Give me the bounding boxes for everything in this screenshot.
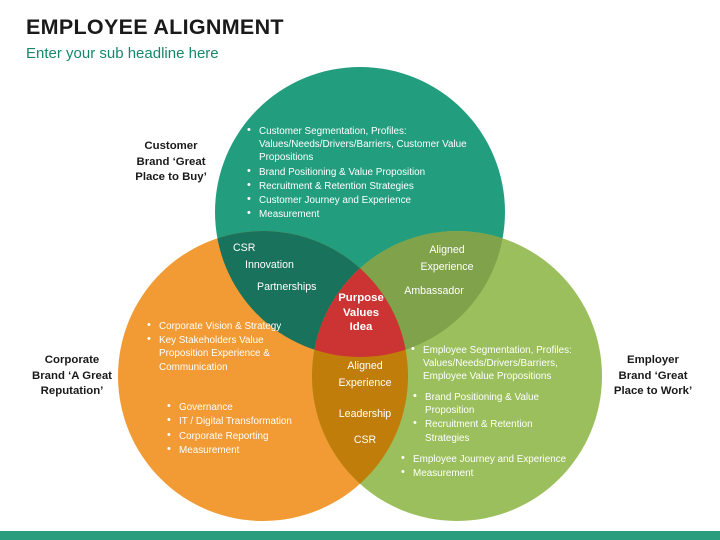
overlap-label-csr-top: CSR (233, 242, 256, 254)
list-item: Corporate Vision & Strategy (146, 319, 306, 333)
list-item: Corporate Reporting (166, 429, 316, 443)
overlap-label-csr-bottom: CSR (353, 434, 377, 446)
employer-brand-bullets-secondary: Brand Positioning & Value Proposition Re… (412, 390, 572, 446)
employer-brand-bullets-tertiary: Employee Journey and Experience Measurem… (400, 452, 570, 481)
header: EMPLOYEE ALIGNMENT Enter your sub headli… (26, 15, 284, 62)
employer-brand-bullets-primary: Employee Segmentation, Profiles: Values/… (410, 343, 590, 385)
list-item: Recruitment & Retention Strategies (412, 417, 572, 444)
label-line: Brand ‘Great (618, 369, 688, 382)
page-title: EMPLOYEE ALIGNMENT (26, 15, 284, 39)
list-item: IT / Digital Transformation (166, 414, 316, 428)
overlap-label-core: Purpose Values Idea (325, 291, 397, 335)
corporate-brand-bullets-secondary: Governance IT / Digital Transformation C… (166, 400, 316, 459)
core-label-idea: Idea (349, 321, 373, 333)
label-employer-brand: Employer Brand ‘Great Place to Work’ (590, 353, 716, 400)
list-item: Measurement (166, 443, 316, 457)
customer-brand-bullets: Customer Segmentation, Profiles: Values/… (246, 124, 490, 222)
label-line: Brand ‘A Great (32, 369, 112, 382)
label-corporate-brand: Corporate Brand ‘A Great Reputation’ (8, 353, 136, 400)
overlap-center-core[interactable] (312, 231, 602, 521)
label-line: Customer (144, 140, 198, 152)
page-subtitle: Enter your sub headline here (26, 44, 219, 62)
label-line: Corporate (44, 354, 100, 366)
list-item: Customer Segmentation, Profiles: Values/… (246, 124, 490, 165)
label-line: Brand ‘Great (136, 155, 206, 168)
core-label-values: Values (342, 306, 380, 319)
label-line: Place to Work’ (613, 385, 693, 397)
list-item: Measurement (400, 466, 570, 480)
bottom-accent-bar (0, 531, 720, 540)
overlap-label-innovation: Innovation (245, 259, 294, 271)
overlap-label-line1: Aligned (347, 360, 383, 372)
list-item: Recruitment & Retention Strategies (246, 179, 490, 193)
overlap-label-line1: Aligned (429, 244, 465, 256)
overlap-label-line2: Experience (420, 261, 474, 273)
label-line: Place to Buy’ (135, 171, 207, 183)
overlap-label-ambassador: Ambassador (404, 285, 464, 297)
overlap-label-partnerships: Partnerships (257, 281, 317, 293)
corporate-brand-bullets-primary: Corporate Vision & Strategy Key Stakehol… (146, 319, 306, 375)
list-item: Governance (166, 400, 316, 414)
label-customer-brand: Customer Brand ‘Great Place to Buy’ (110, 139, 232, 186)
overlap-label-aligned-experience-top: Aligned Experience (405, 242, 489, 276)
core-label-purpose: Purpose (338, 292, 384, 304)
list-item: Employee Segmentation, Profiles: Values/… (410, 343, 590, 384)
overlap-label-line2: Experience (338, 377, 392, 389)
list-item: Key Stakeholders Value Proposition Exper… (146, 333, 306, 374)
list-item: Brand Positioning & Value Proposition (412, 390, 572, 417)
label-line: Reputation’ (40, 385, 104, 397)
list-item: Employee Journey and Experience (400, 452, 570, 466)
overlap-label-leadership: Leadership (338, 408, 392, 420)
list-item: Measurement (246, 207, 490, 221)
overlap-label-aligned-experience-bottom: Aligned Experience (325, 358, 405, 392)
list-item: Brand Positioning & Value Proposition (246, 165, 490, 179)
label-line: Employer (627, 354, 679, 366)
list-item: Customer Journey and Experience (246, 193, 490, 207)
